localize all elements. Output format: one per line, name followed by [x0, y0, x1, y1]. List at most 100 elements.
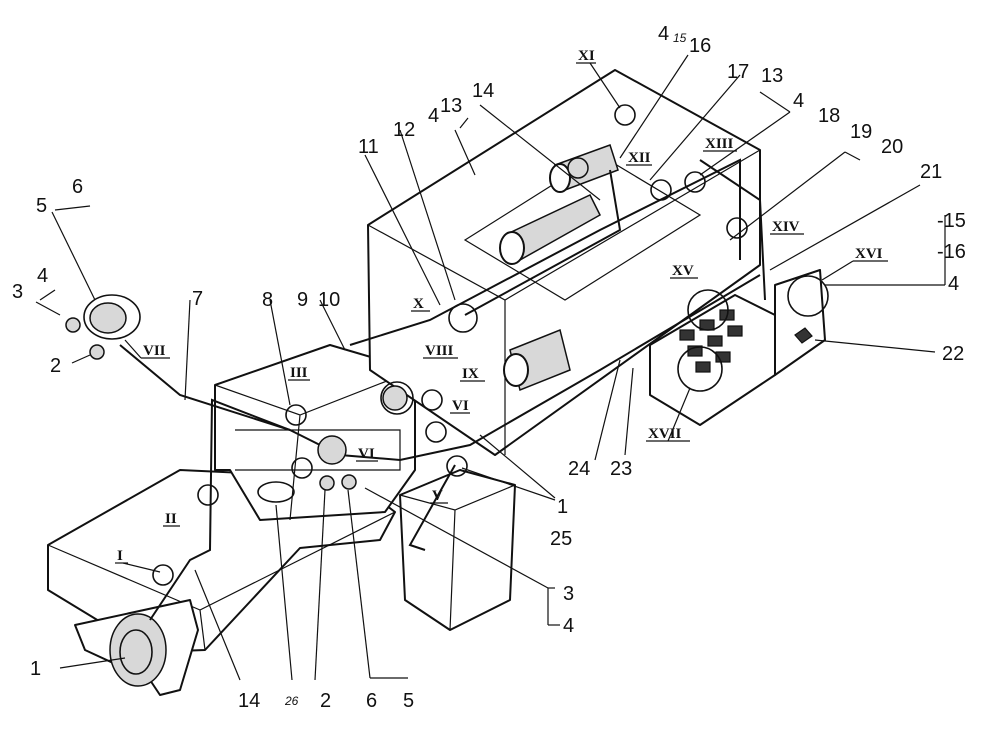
- svg-text:I: I: [117, 548, 123, 564]
- callout-8: 8: [262, 289, 273, 311]
- side-box: [774, 269, 826, 376]
- roman-VII: VII: [124, 339, 170, 359]
- callout-5-left: 5: [36, 195, 47, 217]
- tank-box-edge: [399, 484, 516, 631]
- roman-X: X: [411, 296, 430, 312]
- svg-text:XIV: XIV: [772, 219, 800, 235]
- leader-lines: [35, 54, 946, 681]
- lamp-small-b: [89, 344, 105, 360]
- dashboard: [235, 429, 401, 471]
- callout-4-left: 4: [37, 265, 48, 287]
- callout-7: 7: [192, 288, 203, 310]
- roman-VI-a: VI: [450, 398, 470, 414]
- svg-text:VI: VI: [358, 446, 375, 462]
- callout-17: 17: [727, 61, 749, 83]
- roman-III: III: [288, 365, 310, 381]
- svg-text:XII: XII: [628, 150, 651, 166]
- left-front-lamp: [89, 302, 127, 334]
- harness-branch-cargo: [349, 158, 741, 346]
- callout-3-left: 3: [12, 281, 23, 303]
- callout-21: 21: [920, 161, 942, 183]
- roman-XIII: XIII: [703, 136, 737, 152]
- harness-branch-roof: [464, 169, 622, 316]
- roman-XI: XI: [576, 48, 621, 109]
- center-lamp-b: [319, 475, 335, 491]
- callout-22: 22: [942, 343, 964, 365]
- svg-text:XVI: XVI: [855, 246, 883, 262]
- roman-VI-b: VI: [356, 446, 378, 462]
- callout-2-left: 2: [50, 355, 61, 377]
- detail-circle-III: [285, 404, 307, 426]
- callout-5-bottom: 5: [403, 690, 414, 712]
- lamp-viii: [382, 385, 408, 411]
- callout-24: 24: [568, 458, 590, 480]
- callout-4-cargo-right: 4: [793, 90, 804, 112]
- svg-text:VIII: VIII: [425, 343, 454, 359]
- detail-circle-I: [152, 564, 174, 586]
- detail-circle-XIV: [726, 217, 748, 239]
- callout-15-right: -15: [937, 210, 966, 232]
- detail-circle-VI-a: [425, 421, 447, 443]
- roman-II: II: [163, 511, 180, 527]
- callout-4-bottom-right: 4: [563, 615, 574, 637]
- callout-18: 18: [818, 105, 840, 127]
- callout-4-cargo-left: 4: [428, 105, 439, 127]
- callout-13-right: 13: [761, 65, 783, 87]
- cabin-edge: [214, 369, 416, 521]
- gas-cylinder-1: [499, 194, 601, 265]
- svg-text:V: V: [432, 488, 443, 504]
- callout-25: 25: [550, 528, 572, 550]
- callout-1-front: 1: [30, 658, 41, 680]
- callout-20: 20: [881, 136, 903, 158]
- roman-XIV: XIV: [770, 219, 804, 235]
- callout-14-top: 14: [472, 80, 494, 102]
- callout-23: 23: [610, 458, 632, 480]
- roman-XV: XV: [670, 263, 698, 279]
- detail-circle-XI: [614, 104, 636, 126]
- main-harness: [149, 274, 761, 621]
- tank-box: [399, 469, 516, 631]
- callout-19: 19: [850, 121, 872, 143]
- detail-circle-VIII: [380, 381, 414, 415]
- detail-circle-XVII: [677, 346, 723, 392]
- center-lamp-c: [341, 474, 357, 490]
- callout-1-rear: 1: [557, 496, 568, 518]
- roman-XVII: XVII: [646, 387, 691, 442]
- callout-15-top: 15: [673, 31, 687, 45]
- detail-circle-V: [446, 455, 468, 477]
- callout-14-bottom: 14: [238, 690, 260, 712]
- detail-circle-II: [197, 484, 219, 506]
- detail-circle-XVI: [787, 275, 829, 317]
- detail-circle-IX: [421, 389, 443, 411]
- roman-V: V: [430, 488, 448, 504]
- callout-13-left: 13: [440, 95, 462, 117]
- harness-branch-tank: [408, 464, 456, 551]
- lamp-xi-round: [567, 157, 589, 179]
- gas-cylinder-3: [503, 328, 571, 392]
- fuel-filler: [257, 481, 295, 503]
- left-front-lamp-ring: [83, 294, 141, 340]
- frame-plate-edge: [47, 511, 396, 651]
- roman-IX: IX: [460, 366, 485, 382]
- callout-16-right: -16: [937, 241, 966, 263]
- detail-circle-X: [448, 303, 478, 333]
- callout-2-bottom: 2: [320, 690, 331, 712]
- cabin-body: [214, 344, 416, 521]
- center-lamp: [317, 435, 347, 465]
- callout-6-bottom: 6: [366, 690, 377, 712]
- callout-11: 11: [358, 136, 379, 158]
- callout-9: 9: [297, 289, 308, 311]
- roman-XVI: XVI: [821, 246, 888, 281]
- detail-circle-VI-b: [291, 457, 313, 479]
- headlight-housing: [109, 613, 167, 687]
- callout-6-left: 6: [72, 176, 83, 198]
- harness-branch-right: [699, 159, 766, 301]
- svg-text:XVII: XVII: [648, 426, 682, 442]
- detail-circle-XII: [650, 179, 672, 201]
- svg-text:IX: IX: [462, 366, 479, 382]
- svg-text:III: III: [290, 365, 308, 381]
- roman-XII: XII: [626, 150, 652, 166]
- detail-circle-XV: [687, 289, 729, 331]
- callout-10: 10: [318, 289, 340, 311]
